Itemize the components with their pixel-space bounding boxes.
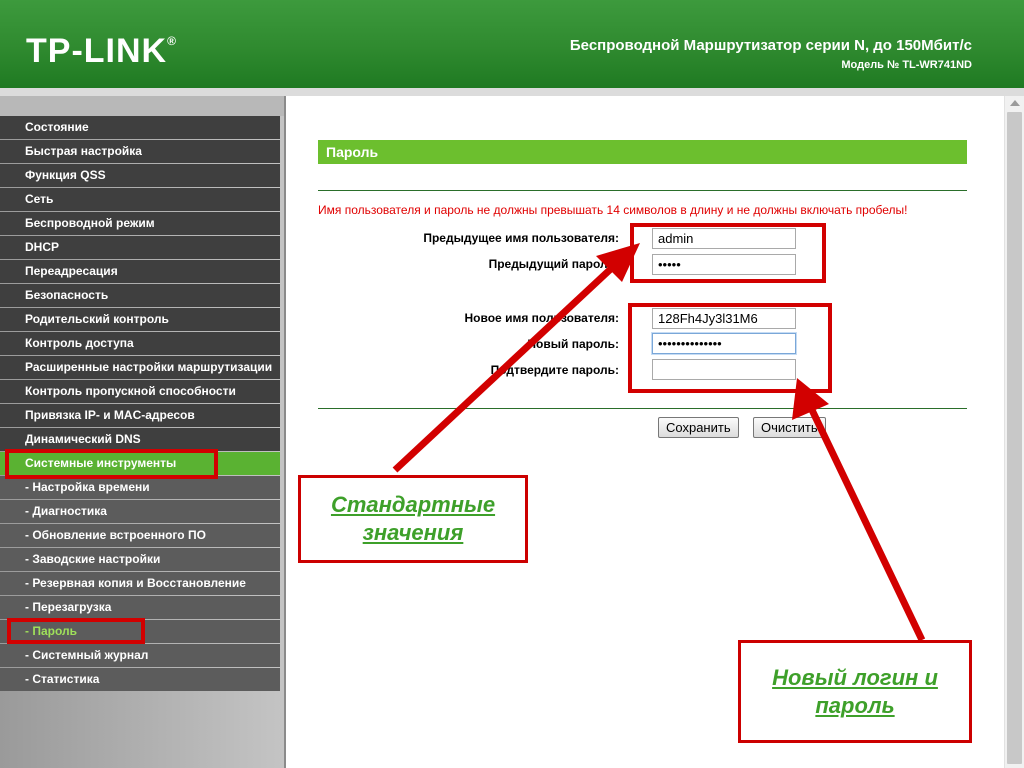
sidebar-item-system-log[interactable]: - Системный журнал (0, 644, 280, 667)
section-title: Пароль (318, 140, 967, 164)
sidebar-item-forwarding[interactable]: Переадресация (0, 260, 280, 283)
new-username-input[interactable]: 128Fh4Jy3l31M6 (652, 308, 796, 329)
sidebar-item-dhcp[interactable]: DHCP (0, 236, 280, 259)
model-number: Модель № TL-WR741ND (841, 59, 972, 71)
sidebar: Состояние Быстрая настройка Функция QSS … (0, 96, 284, 768)
scrollbar-thumb[interactable] (1007, 112, 1022, 764)
new-username-label: Новое имя пользователя: (464, 311, 619, 325)
registered-mark: ® (167, 34, 177, 48)
highlight-old-credentials (630, 223, 826, 283)
callout-defaults-text: Стандартные значения (330, 492, 496, 545)
sidebar-item-qss[interactable]: Функция QSS (0, 164, 280, 187)
confirm-password-label: Подтвердите пароль: (490, 363, 619, 377)
sidebar-item-diagnostics[interactable]: - Диагностика (0, 500, 280, 523)
divider-bottom (318, 408, 967, 409)
sidebar-top-spacer (0, 96, 284, 116)
new-password-label: Новый пароль: (527, 337, 619, 351)
content-border (284, 96, 286, 768)
sidebar-item-reboot[interactable]: - Перезагрузка (0, 596, 280, 619)
confirm-password-input[interactable] (652, 359, 796, 380)
sidebar-menu: Состояние Быстрая настройка Функция QSS … (0, 116, 280, 692)
highlight-system-tools (5, 449, 218, 479)
sidebar-item-quick-setup[interactable]: Быстрая настройка (0, 140, 280, 163)
sidebar-item-access-control[interactable]: Контроль доступа (0, 332, 280, 355)
sidebar-item-firmware-upgrade[interactable]: - Обновление встроенного ПО (0, 524, 280, 547)
old-password-label: Предыдущий пароль: (488, 257, 619, 271)
old-username-input[interactable]: admin (652, 228, 796, 249)
save-button[interactable]: Сохранить (658, 417, 739, 438)
clear-button[interactable]: Очистить (753, 417, 826, 438)
sidebar-item-advanced-routing[interactable]: Расширенные настройки маршрутизации (0, 356, 280, 379)
vertical-scrollbar[interactable] (1004, 96, 1024, 768)
sidebar-item-bandwidth-control[interactable]: Контроль пропускной способности (0, 380, 280, 403)
highlight-new-credentials (628, 303, 832, 393)
sidebar-item-password[interactable]: - Пароль (0, 620, 280, 643)
sidebar-item-wireless[interactable]: Беспроводной режим (0, 212, 280, 235)
callout-defaults: Стандартные значения (298, 475, 528, 563)
new-password-input[interactable]: •••••••••••••• (652, 333, 796, 354)
sidebar-item-parental-control[interactable]: Родительский контроль (0, 308, 280, 331)
sidebar-item-network[interactable]: Сеть (0, 188, 280, 211)
sidebar-item-status[interactable]: Состояние (0, 116, 280, 139)
old-password-input[interactable]: ••••• (652, 254, 796, 275)
highlight-password-item (7, 618, 145, 644)
sidebar-item-backup-restore[interactable]: - Резервная копия и Восстановление (0, 572, 280, 595)
callout-new-credentials: Новый логин и пароль (738, 640, 972, 743)
sidebar-item-dynamic-dns[interactable]: Динамический DNS (0, 428, 280, 451)
old-username-label: Предыдущее имя пользователя: (423, 231, 619, 245)
arrow-to-new-credentials (808, 408, 926, 642)
warning-text: Имя пользователя и пароль не должны прев… (318, 203, 908, 217)
header-banner: TP-LINK® Беспроводной Маршрутизатор сери… (0, 0, 1024, 88)
product-title: Беспроводной Маршрутизатор серии N, до 1… (569, 37, 972, 54)
sidebar-item-security[interactable]: Безопасность (0, 284, 280, 307)
sidebar-item-system-tools[interactable]: Системные инструменты (0, 452, 280, 475)
sidebar-item-ip-mac-binding[interactable]: Привязка IP- и MAC-адресов (0, 404, 280, 427)
tp-link-logo: TP-LINK® (26, 32, 177, 71)
sidebar-item-time-settings[interactable]: - Настройка времени (0, 476, 280, 499)
scroll-up-arrow-icon[interactable] (1010, 100, 1020, 106)
callout-new-credentials-text: Новый логин и пароль (772, 664, 938, 718)
divider-top (318, 190, 967, 191)
sidebar-item-statistics[interactable]: - Статистика (0, 668, 280, 691)
logo-text: TP-LINK (26, 32, 168, 70)
header-divider (0, 88, 1024, 96)
sidebar-item-factory-defaults[interactable]: - Заводские настройки (0, 548, 280, 571)
